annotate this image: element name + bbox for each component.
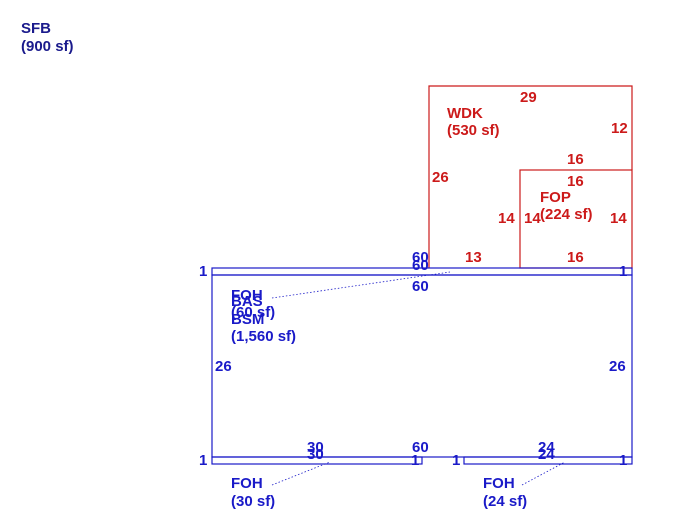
dim-bottom-mid: 60 <box>412 439 429 456</box>
wdk-outline <box>428 85 633 268</box>
dim-end-1c: 1 <box>199 452 207 469</box>
leader-lines <box>271 271 566 486</box>
dim-fop-left-inner: 14 <box>524 210 541 227</box>
dim-wdk-right: 12 <box>611 120 628 137</box>
bsm-outline <box>211 267 633 465</box>
dim-foh-right-a: 24 <box>538 439 555 456</box>
fop-area: (224 sf) <box>540 206 593 223</box>
dim-end-1e: 1 <box>452 452 460 469</box>
dim-fop-left-outer: 14 <box>498 210 515 227</box>
dim-foh-left-a: 30 <box>307 439 324 456</box>
foh-top-code: FOH <box>231 287 263 304</box>
dim-top-a: 60 <box>412 249 429 266</box>
wdk-area: (530 sf) <box>447 122 500 139</box>
bsm-area: (1,560 sf) <box>231 328 296 345</box>
dim-end-1d: 1 <box>411 452 419 469</box>
dim-top-b: 60 <box>412 257 429 274</box>
dim-fop-bottom: 16 <box>567 249 584 266</box>
foh-right-code: FOH <box>483 475 515 492</box>
dim-foh-right-b: 24 <box>538 446 555 463</box>
summary-code: SFB <box>21 20 51 37</box>
dim-foh-left-b: 30 <box>307 446 324 463</box>
dim-left-side: 26 <box>215 358 232 375</box>
foh-left-area: (30 sf) <box>231 493 275 510</box>
dim-fop-right: 14 <box>610 210 627 227</box>
bsm-code: BSM <box>231 311 264 328</box>
dim-fop-top-inner: 16 <box>567 173 584 190</box>
dim-end-1a: 1 <box>199 263 207 280</box>
foh-top-area: (60 sf) <box>231 304 275 321</box>
dim-wdk-top: 29 <box>520 89 537 106</box>
dim-end-1f: 1 <box>619 452 627 469</box>
bas-code: BAS <box>231 293 263 310</box>
foh-right-area: (24 sf) <box>483 493 527 510</box>
dim-end-1b: 1 <box>619 263 627 280</box>
dim-wdk-left: 26 <box>432 169 449 186</box>
dim-wdk-bottom: 13 <box>465 249 482 266</box>
dim-right-side: 26 <box>609 358 626 375</box>
wdk-code: WDK <box>447 105 483 122</box>
summary-area: (900 sf) <box>21 38 74 55</box>
dim-top-c: 60 <box>412 278 429 295</box>
dim-fop-top-outer: 16 <box>567 151 584 168</box>
foh-left-code: FOH <box>231 475 263 492</box>
fop-code: FOP <box>540 189 571 206</box>
